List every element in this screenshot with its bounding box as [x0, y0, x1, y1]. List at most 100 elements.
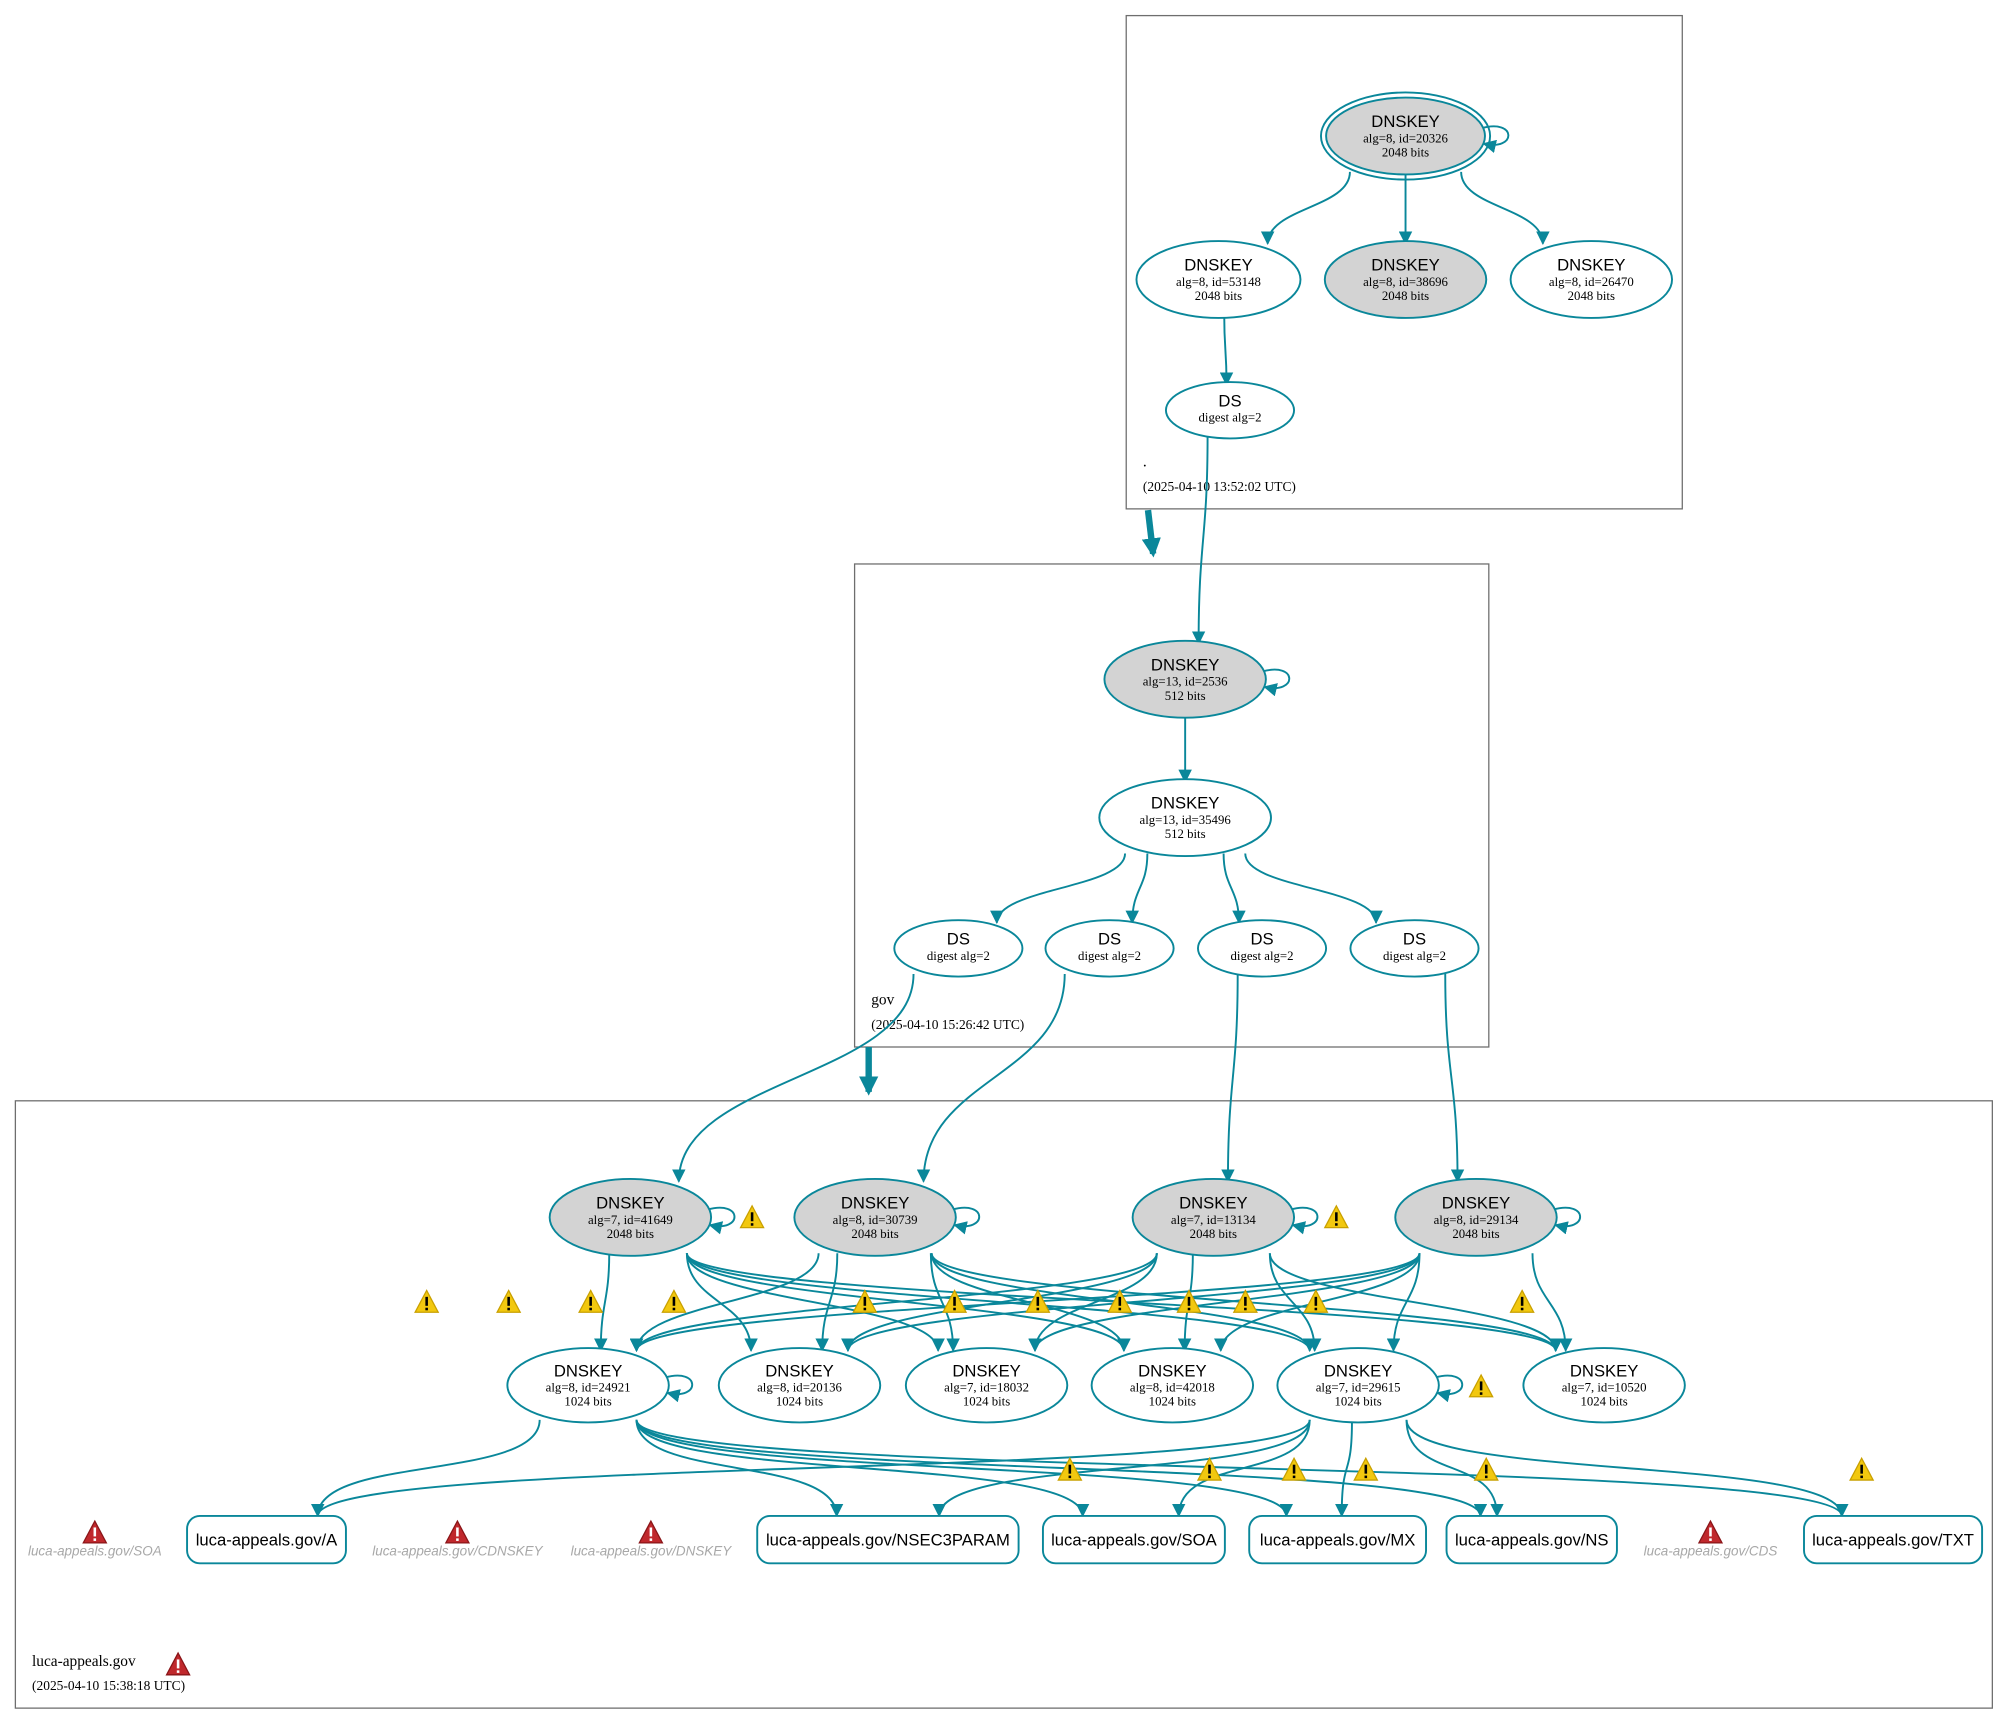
- edge-k29134-k29615: [1386, 1253, 1421, 1353]
- node-detail: digest alg=2: [1198, 411, 1261, 425]
- missing-rrset-label: luca-appeals.gov/SOA: [28, 1544, 162, 1559]
- edge-k29615-rrSOA: [1172, 1419, 1311, 1518]
- rrset-rrNS[interactable]: luca-appeals.gov/NS: [1445, 1514, 1618, 1565]
- node-detail: digest alg=2: [927, 949, 990, 963]
- node-shape: [1103, 639, 1267, 719]
- warning-icon: [1107, 1289, 1133, 1313]
- edge-k13134-k24921: [629, 1253, 1158, 1353]
- rrset-rrSOA[interactable]: luca-appeals.gov/SOA: [1041, 1514, 1226, 1565]
- node-detail: alg=13, id=35496: [1140, 813, 1232, 827]
- zone-gov: gov(2025-04-10 15:26:42 UTC): [853, 563, 1490, 1048]
- node-type: DS: [1218, 391, 1241, 410]
- node-detail: digest alg=2: [1231, 949, 1294, 963]
- missing-rrset-label: luca-appeals.gov/CDS: [1644, 1544, 1778, 1559]
- node-detail: alg=7, id=10520: [1562, 1381, 1647, 1395]
- edge-k30739-k18032: [929, 1253, 960, 1353]
- zone-timestamp: (2025-04-10 13:52:02 UTC): [1143, 479, 1296, 494]
- node-shape: [1522, 1347, 1686, 1424]
- node-detail: alg=13, id=2536: [1143, 675, 1228, 689]
- rrset-rrNSEC3PARAM[interactable]: luca-appeals.gov/NSEC3PARAM: [756, 1514, 1020, 1565]
- rrset-rrMX[interactable]: luca-appeals.gov/MX: [1248, 1514, 1427, 1565]
- edge-k24921-rrSOA: [635, 1419, 1090, 1518]
- warning-icon: [1025, 1289, 1051, 1313]
- edge-k35496-ds2: [1125, 853, 1149, 925]
- node-type: DNSKEY: [1371, 112, 1439, 131]
- warning-icon: [1509, 1289, 1535, 1313]
- node-type: DS: [1250, 930, 1273, 949]
- missing-rrset-label: luca-appeals.gov/DNSKEY: [571, 1544, 733, 1559]
- zone-domain: luca-appeals.gov(2025-04-10 15:38:18 UTC…: [14, 1100, 1993, 1709]
- node-shape: [1509, 240, 1673, 319]
- delegation-arrow: [1141, 509, 1161, 558]
- warning-icon: [1232, 1289, 1258, 1313]
- edge-k35496-ds4: [1244, 853, 1383, 925]
- node-shape: [1044, 919, 1175, 978]
- edge-k2536-k2536: [1261, 668, 1291, 697]
- node-type: DNSKEY: [1442, 1193, 1510, 1212]
- edge-k29134-k10520: [1531, 1253, 1573, 1353]
- warning-icon: [1473, 1456, 1499, 1481]
- node-size: 512 bits: [1165, 827, 1206, 841]
- rrset-rrA[interactable]: luca-appeals.gov/A: [186, 1514, 347, 1565]
- node-size: 2048 bits: [851, 1227, 898, 1241]
- node-shape: [506, 1347, 670, 1424]
- edge-k29134-k18032: [1028, 1253, 1421, 1353]
- node-detail: alg=8, id=38696: [1363, 275, 1448, 289]
- warning-icon: [852, 1289, 878, 1313]
- rrset-label: luca-appeals.gov/TXT: [1812, 1530, 1974, 1549]
- node-shape: [793, 1178, 957, 1257]
- node-type: DNSKEY: [1151, 794, 1219, 813]
- edge-k53148-dsr: [1219, 315, 1234, 386]
- edge-k41649-k41649: [706, 1206, 736, 1235]
- rrset-rrTXT[interactable]: luca-appeals.gov/TXT: [1803, 1514, 1984, 1565]
- node-detail: alg=8, id=42018: [1130, 1381, 1215, 1395]
- node-size: 1024 bits: [776, 1395, 823, 1409]
- zone-timestamp: (2025-04-10 15:26:42 UTC): [871, 1017, 1024, 1032]
- edge-k35496-ds1: [990, 853, 1127, 925]
- node-shape: [548, 1178, 713, 1257]
- node-shape: [1197, 919, 1328, 978]
- rrset-box: [756, 1514, 1020, 1565]
- rrset-box: [1041, 1514, 1226, 1565]
- node-size: 512 bits: [1165, 689, 1206, 703]
- edge-k24921-rrMX: [635, 1419, 1293, 1518]
- node-shape: [1323, 240, 1488, 319]
- warning-icon: [739, 1204, 765, 1229]
- edge-k29134-k29134: [1552, 1206, 1581, 1235]
- node-type: DNSKEY: [554, 1361, 622, 1380]
- node-size: 1024 bits: [564, 1395, 611, 1409]
- warning-icon: [496, 1289, 522, 1313]
- node-detail: digest alg=2: [1383, 949, 1446, 963]
- rrset-box: [186, 1514, 347, 1565]
- edge-k41649-k18032: [685, 1253, 945, 1353]
- node-shape: [893, 919, 1024, 978]
- node-size: 2048 bits: [1382, 146, 1429, 160]
- edge-k29615-rrTXT: [1405, 1419, 1849, 1518]
- edge-k30739-k30739: [951, 1206, 981, 1235]
- node-detail: alg=8, id=26470: [1549, 275, 1634, 289]
- node-type: DNSKEY: [1179, 1193, 1247, 1212]
- node-size: 2048 bits: [1382, 289, 1429, 303]
